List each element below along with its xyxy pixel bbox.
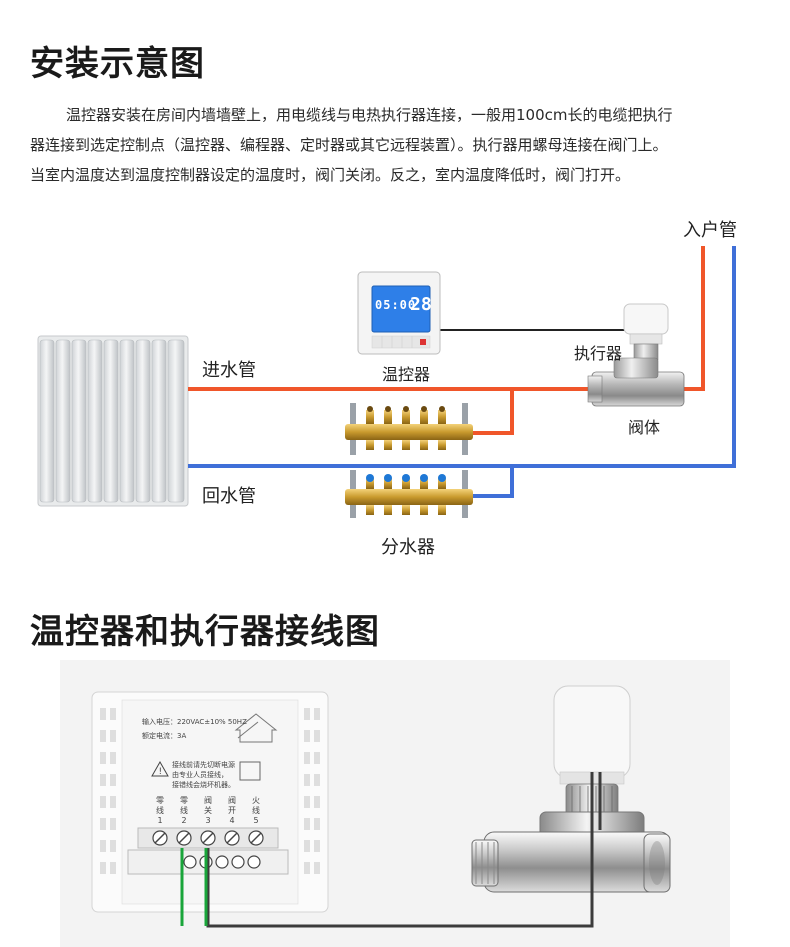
svg-text:!: ! — [159, 767, 163, 777]
cold-pipes — [188, 246, 736, 498]
square-icon — [239, 761, 261, 781]
label-inlet-main: 入户管 — [683, 220, 737, 241]
terminal-3-name: 阀关 — [204, 796, 212, 815]
label-supply-pipe: 进水管 — [202, 360, 256, 381]
terminal-4-num: 4 — [229, 816, 235, 825]
warning-icon — [151, 760, 169, 777]
terminal-3: 阀关 3 — [198, 796, 218, 826]
manifold-supply — [345, 403, 473, 455]
panel-rating-voltage: 输入电压：220VAC±10% 50HZ — [142, 718, 247, 726]
terminal-5-num: 5 — [253, 816, 259, 825]
terminal-2-name: 零线 — [180, 796, 188, 815]
installation-diagram — [37, 246, 736, 518]
panel-warning-3: 接错线会烧坏机器。 — [172, 781, 235, 789]
description-paragraph: 温控器安装在房间内墙墙壁上，用电缆线与电热执行器连接，一般用100cm长的电缆把… — [30, 100, 760, 190]
label-manifold: 分水器 — [381, 537, 435, 558]
label-actuator: 执行器 — [574, 344, 623, 363]
label-valve-body: 阀体 — [628, 418, 661, 437]
paragraph-line-2: 器连接到选定控制点（温控器、编程器、定时器或其它远程装置）。执行器用螺母连接在阀… — [30, 136, 668, 154]
terminal-5-name: 火线 — [252, 796, 260, 815]
thermostat-temp-readout: 28 — [410, 294, 432, 315]
thermostat-time-readout: 05:00 — [375, 298, 417, 312]
section-title-install: 安装示意图 — [30, 44, 205, 84]
panel-warning-2: 由专业人员接线， — [172, 771, 228, 779]
terminal-5: 火线 5 — [246, 796, 266, 826]
thermostat-device — [357, 271, 441, 355]
panel-warning-1: 接线前请先切断电源 — [172, 761, 235, 769]
terminal-2-num: 2 — [181, 816, 187, 825]
label-thermostat: 温控器 — [382, 365, 431, 384]
valve-body-large — [471, 811, 671, 893]
house-icon — [234, 713, 278, 743]
actuator-large — [553, 685, 631, 817]
terminal-1-name: 零线 — [156, 796, 164, 815]
manifold-return — [345, 470, 473, 518]
actuator-valve — [587, 303, 685, 407]
radiator — [37, 335, 189, 507]
terminal-3-num: 3 — [205, 816, 211, 825]
section-title-wiring: 温控器和执行器接线图 — [30, 612, 380, 652]
paragraph-line-1: 温控器安装在房间内墙墙壁上，用电缆线与电热执行器连接，一般用100cm长的电缆把… — [66, 106, 673, 124]
terminal-4: 阀开 4 — [222, 796, 242, 826]
terminal-1: 零线 1 — [150, 796, 170, 826]
paragraph-line-3: 当室内温度达到温度控制器设定的温度时，阀门关闭。反之，室内温度降低时，阀门打开。 — [30, 166, 631, 184]
terminal-1-num: 1 — [157, 816, 163, 825]
terminal-2: 零线 2 — [174, 796, 194, 826]
actuator-gray-wire — [206, 772, 594, 928]
panel-rating-current: 额定电流：3A — [142, 732, 187, 740]
label-return-pipe: 回水管 — [202, 486, 256, 507]
hot-pipes — [188, 246, 705, 435]
terminal-4-name: 阀开 — [228, 796, 236, 815]
